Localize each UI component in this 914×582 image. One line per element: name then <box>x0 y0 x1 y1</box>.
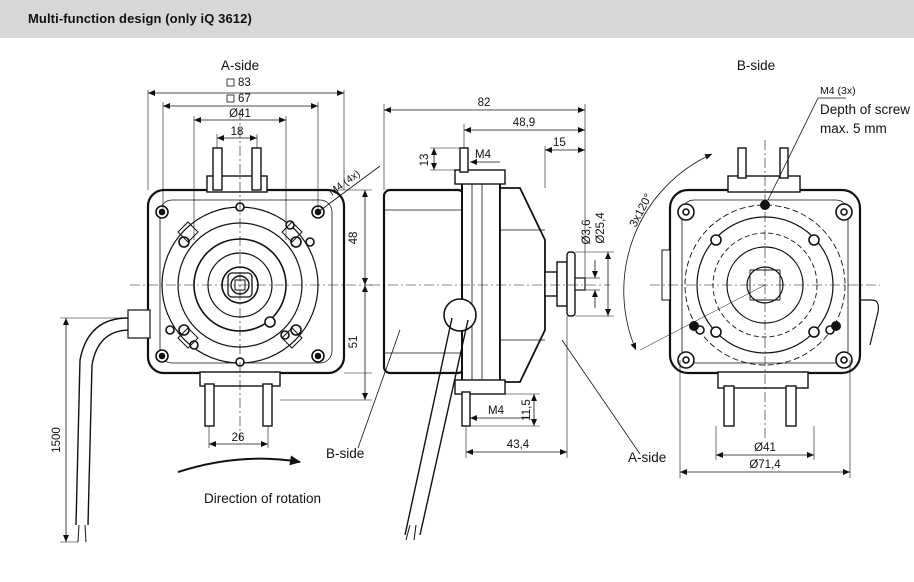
a-side-callout: A-side <box>628 450 666 465</box>
dim-51: 51 <box>348 336 360 349</box>
rotation-arrow <box>177 455 301 473</box>
dim-diameter-41-b: Ø41 <box>754 442 776 454</box>
dim-diameter-3-6: Ø3,6 <box>581 220 593 245</box>
dim-48-9: 48,9 <box>513 117 535 129</box>
section-header: Multi-function design (only iQ 3612) <box>0 0 914 38</box>
dim-square-83: 83 <box>238 77 251 89</box>
dim-m4-top: M4 <box>475 149 492 161</box>
screw-depth-label-1: Depth of screw <box>820 102 910 117</box>
dim-diameter-25-4: Ø25,4 <box>595 212 607 244</box>
dim-1500: 1500 <box>51 427 63 453</box>
dim-m4-bottom: M4 <box>488 405 505 417</box>
dim-26: 26 <box>232 432 245 444</box>
dim-diameter-41-a: Ø41 <box>229 108 251 120</box>
screw-depth-label-2: max. 5 mm <box>820 121 887 136</box>
b-side-callout: B-side <box>326 446 364 461</box>
dim-15: 15 <box>553 137 566 149</box>
dim-13: 13 <box>419 154 431 167</box>
dim-43-4: 43,4 <box>507 439 530 451</box>
dim-48: 48 <box>348 232 360 245</box>
dim-18: 18 <box>231 126 244 138</box>
a-side-corner-screws <box>155 205 325 363</box>
angle-label: 3x120° <box>628 192 655 229</box>
b-side-title: B-side <box>737 58 775 73</box>
a-side-title: A-side <box>221 58 259 73</box>
direction-of-rotation-label: Direction of rotation <box>204 491 321 506</box>
dim-11-5: 11,5 <box>521 399 533 421</box>
a-side-view <box>60 78 381 543</box>
dim-82: 82 <box>478 97 491 109</box>
screw-thread-label: M4 (3x) <box>820 85 856 97</box>
dim-diameter-71-4: Ø71,4 <box>749 459 781 471</box>
dim-square-67: 67 <box>238 93 251 105</box>
b-side-view <box>623 97 880 478</box>
side-housing <box>382 188 466 375</box>
side-view <box>357 104 641 541</box>
section-title: Multi-function design (only iQ 3612) <box>28 11 252 26</box>
